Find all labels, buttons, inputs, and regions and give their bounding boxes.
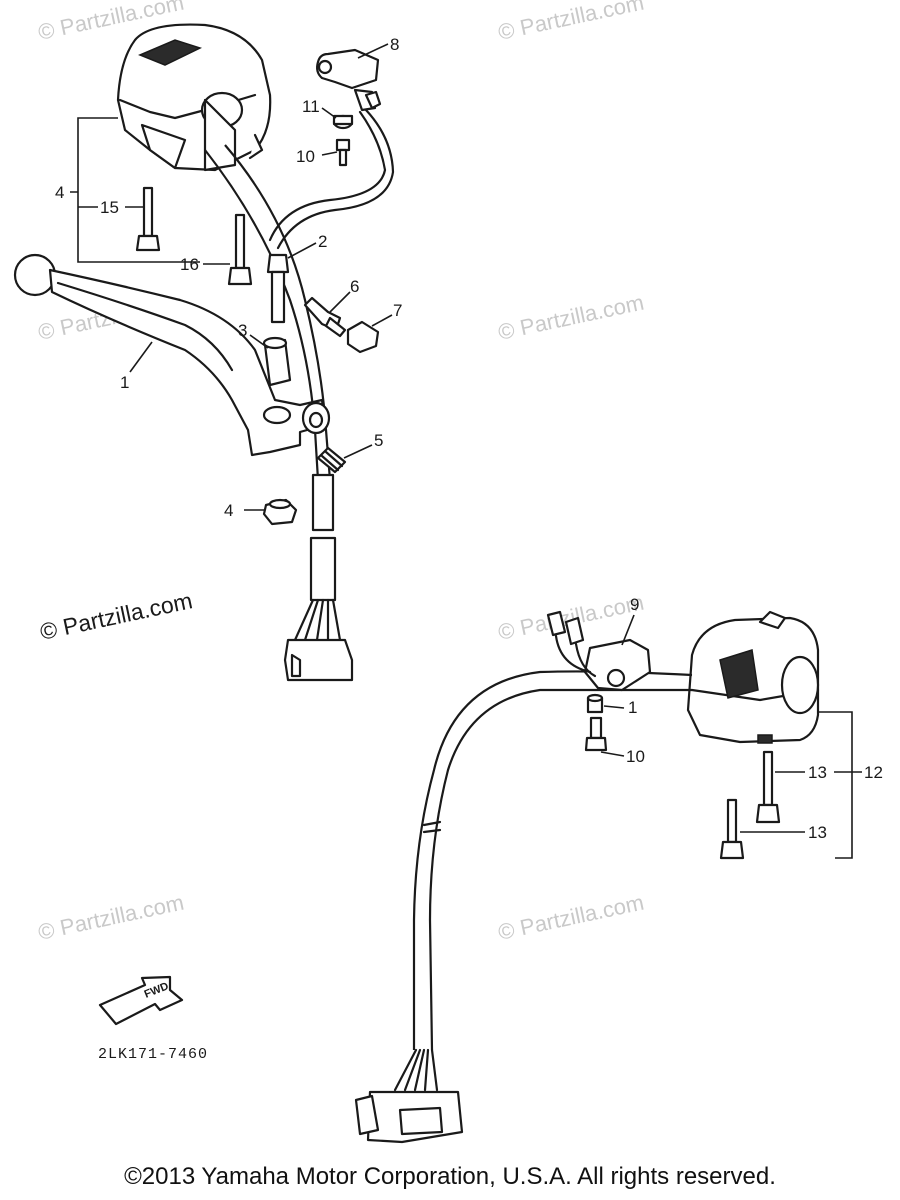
callout-12: 12 bbox=[864, 763, 883, 782]
watermark: © Partzilla.com bbox=[496, 0, 646, 45]
watermark-main: © Partzilla.com bbox=[38, 587, 195, 645]
callout-1: 1 bbox=[120, 373, 129, 392]
callout-10: 10 bbox=[296, 147, 315, 166]
part-11-nut-top bbox=[332, 114, 354, 130]
cable-break-mark bbox=[422, 820, 442, 834]
fwd-arrow-icon: FWD bbox=[98, 975, 184, 1026]
part-10-screw-top bbox=[335, 138, 351, 167]
watermark: © Partzilla.com bbox=[496, 290, 646, 345]
diagram-code: 2LK171-7460 bbox=[98, 1046, 208, 1063]
callout-16: 16 bbox=[180, 255, 199, 274]
right-switch-cable-inner bbox=[412, 670, 693, 1050]
watermark: © Partzilla.com bbox=[496, 890, 646, 945]
part-1-clutch-lever bbox=[13, 253, 331, 457]
callout-9: 9 bbox=[630, 595, 639, 614]
part-4-nut bbox=[262, 498, 298, 526]
callout-10-right: 10 bbox=[626, 747, 645, 766]
part-13-screw-lower bbox=[719, 798, 745, 860]
left-switch-cable bbox=[204, 149, 320, 481]
part-3-collar bbox=[262, 336, 292, 387]
right-connector bbox=[354, 1048, 464, 1144]
part-6-bolt bbox=[303, 296, 347, 338]
part-13-screw-upper bbox=[755, 750, 781, 824]
callout-13-lower: 13 bbox=[808, 823, 827, 842]
callout-8: 8 bbox=[390, 35, 399, 54]
part-9-switch bbox=[546, 610, 652, 692]
watermark: © Partzilla.com bbox=[36, 890, 186, 945]
left-handlebar-switch bbox=[116, 23, 272, 172]
part-7-nut bbox=[346, 320, 380, 354]
left-connector bbox=[283, 473, 354, 682]
callout-15: 15 bbox=[100, 198, 119, 217]
right-handlebar-switch bbox=[686, 610, 820, 744]
part-8-switch bbox=[268, 48, 395, 250]
part-2-bolt bbox=[266, 253, 290, 324]
part-16-screw bbox=[227, 213, 253, 286]
right-switch-cable bbox=[428, 688, 693, 1051]
callout-4-nut: 4 bbox=[224, 501, 233, 520]
callout-11: 11 bbox=[302, 97, 320, 116]
callout-4-group: 4 bbox=[55, 183, 64, 202]
callout-5: 5 bbox=[374, 431, 383, 450]
callout-11-right: 1 bbox=[628, 698, 637, 717]
callout-7: 7 bbox=[393, 301, 402, 320]
part-5-screw bbox=[316, 446, 347, 474]
part-15-screw bbox=[135, 186, 161, 252]
callout-13-upper: 13 bbox=[808, 763, 827, 782]
callout-group: 8 11 10 4 15 16 2 6 7 3 1 5 4 bbox=[55, 35, 883, 859]
callout-3: 3 bbox=[238, 321, 247, 340]
part-11-nut-right bbox=[586, 693, 604, 714]
copyright-notice: ©2013 Yamaha Motor Corporation, U.S.A. A… bbox=[124, 1163, 776, 1190]
part-10-screw-right bbox=[584, 716, 608, 752]
left-switch-cable-inner bbox=[224, 144, 332, 481]
callout-6: 6 bbox=[350, 277, 359, 296]
callout-2: 2 bbox=[318, 232, 327, 251]
